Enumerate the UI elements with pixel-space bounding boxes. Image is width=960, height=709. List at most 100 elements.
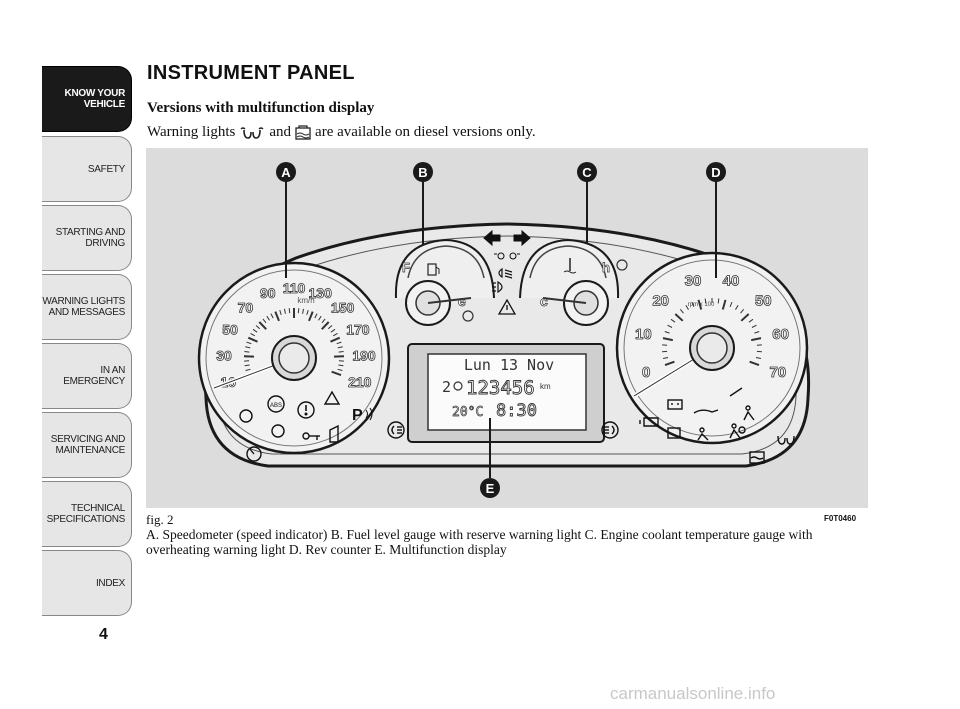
tab-know-your-vehicle[interactable]: KNOW YOUR VEHICLE [42, 66, 132, 132]
hazard-warning-icon [497, 298, 517, 315]
speedometer-tick-mark [330, 328, 336, 333]
center-warning-lights [483, 229, 531, 315]
display-temperature: 20°C [452, 405, 483, 420]
water-in-fuel-icon [295, 125, 311, 140]
display-time: 8:30 [496, 401, 537, 421]
speedometer-tick-mark [331, 370, 342, 377]
watermark: carmanualsonline.info [610, 684, 776, 703]
svg-text:A: A [281, 165, 291, 180]
rev-counter-tick-mark [664, 360, 675, 367]
speedometer-tick-mark [244, 364, 250, 367]
tab-starting-and-driving[interactable]: STARTING AND DRIVING [42, 205, 132, 271]
speedometer-tick-mark [279, 309, 282, 316]
speedometer-tick-mark [247, 336, 258, 343]
speedometer-tick-mark [330, 336, 341, 343]
immobilizer-key-icon [302, 432, 320, 440]
rev-counter-tick-mark [691, 302, 695, 307]
turn-left-arrow-icon [483, 229, 501, 247]
coolant-temperature-icon [563, 258, 577, 274]
glow-plug-cluster-icon [777, 435, 795, 445]
rev-counter-tick-mark [697, 299, 703, 310]
oil-pressure-icon [693, 409, 719, 414]
svg-text:P: P [352, 407, 363, 424]
speedometer-tick-label: 130 [309, 285, 333, 301]
speedometer-unit: km/h [297, 296, 314, 305]
speedometer-tick-mark [338, 364, 344, 367]
engine-check-icon [639, 417, 659, 427]
speedometer-tick-mark [262, 318, 267, 324]
speedometer-tick-mark [274, 311, 280, 322]
svg-text:B: B [418, 165, 427, 180]
speedometer-tick-mark [288, 308, 291, 314]
speedometer-tick-mark [318, 315, 322, 321]
speedometer-tick-mark [337, 346, 343, 349]
battery-icon [667, 399, 683, 410]
temp-cold-label: c [540, 293, 548, 309]
tab-servicing[interactable]: SERVICING AND MAINTENANCE [42, 412, 132, 478]
speedometer-tick-mark [314, 313, 318, 319]
right-warning-lights [601, 387, 795, 464]
rev-counter-tick-mark [704, 298, 707, 304]
esp-warning-icon [323, 390, 341, 405]
speedometer-tick-mark [245, 368, 251, 371]
speedometer-tick-mark [255, 325, 261, 330]
callout-a: A [276, 162, 296, 182]
rev-counter-tick-mark [670, 318, 676, 323]
rev-counter-tick-mark [740, 308, 745, 314]
rev-counter-tick-label: 20 [652, 292, 669, 309]
speedometer-tick-label: 70 [238, 300, 254, 316]
tab-technical-specifications[interactable]: TECHNICAL SPECIFICATIONS [42, 481, 132, 547]
rev-counter-tick-mark [740, 313, 750, 322]
speedometer-tick-label: 150 [331, 300, 355, 316]
parking-sensors-icon: P [352, 407, 373, 424]
figure-caption: A. Speedometer (speed indicator) B. Fuel… [146, 527, 813, 557]
abs-icon: ABS [267, 395, 285, 413]
rev-counter-tick-mark [748, 318, 754, 323]
rev-counter-tick-mark [679, 308, 684, 314]
diesel-note: Warning lights and are available on dies… [147, 124, 536, 141]
turn-right-arrow-icon [513, 229, 531, 247]
speedometer-tick-mark [250, 332, 256, 337]
main-beam-icon [492, 280, 503, 294]
rev-counter-tick-mark [717, 298, 720, 304]
rev-counter-tick-mark [751, 337, 762, 342]
speedometer-tick-label: 170 [346, 322, 370, 338]
fuel-gauge: F e [394, 238, 495, 326]
speedometer-tick-mark [297, 308, 300, 314]
tab-warning-lights[interactable]: WARNING LIGHTS AND MESSAGES [42, 274, 132, 340]
speedometer-tick-mark [338, 351, 344, 353]
section-subtitle: Versions with multifunction display [147, 100, 375, 116]
rev-counter-tick-mark [664, 331, 670, 334]
rev-counter-unit: rpm x 100 [688, 302, 715, 308]
speedometer-tick-mark [266, 315, 270, 321]
speedometer-tick-mark [246, 341, 252, 345]
tab-safety[interactable]: SAFETY [42, 136, 132, 202]
svg-text:C: C [582, 165, 592, 180]
display-date: Lun 13 Nov [464, 356, 554, 374]
callout-c: C [577, 162, 597, 182]
rev-counter-tick-mark [749, 360, 760, 367]
rev-counter-tick-mark [674, 313, 684, 322]
cruise-control-icon [246, 446, 262, 462]
side-lights-icon [494, 252, 520, 260]
display-trip-prefix: 2 [442, 378, 451, 396]
tab-index[interactable]: INDEX [42, 550, 132, 616]
speedometer-tick-mark [245, 346, 251, 349]
instrument-cluster-drawing: 1030507090110130150170190210 km/h 010203… [197, 162, 811, 498]
rev-counter-tick-label: 50 [755, 292, 772, 309]
rev-counter-tick-mark [751, 324, 757, 328]
speedometer-tick-label: 190 [352, 348, 376, 364]
page-title: INSTRUMENT PANEL [147, 62, 355, 84]
speedometer-tick-mark [321, 318, 326, 324]
speedometer-tick-mark [337, 368, 343, 371]
fuel-empty-label: e [458, 293, 466, 309]
tab-in-an-emergency[interactable]: IN AN EMERGENCY [42, 343, 132, 409]
rev-counter-tick-mark [685, 305, 689, 310]
callouts: A B C D E [276, 162, 726, 498]
speedometer-tick-mark [270, 313, 274, 319]
speedometer-tick-mark [321, 321, 330, 330]
speedometer-tick-label: 90 [260, 285, 276, 301]
fuel-full-label: F [402, 260, 410, 275]
rev-counter-tick-mark [735, 305, 739, 310]
